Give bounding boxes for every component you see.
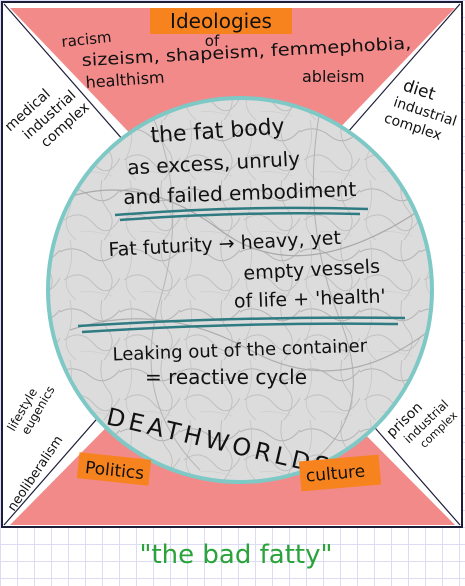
of-text: of (205, 32, 220, 50)
circle-line-6: of life + 'health' (234, 285, 387, 312)
divider-1 (114, 206, 369, 222)
marble-veins (59, 109, 430, 471)
culture-highlight (298, 454, 382, 492)
circle-line-8: = reactive cycle (145, 365, 307, 389)
ideologies-highlight (150, 8, 292, 34)
marble-circle (50, 100, 430, 480)
divider-2 (77, 316, 406, 334)
ableism-text: ableism (302, 67, 365, 86)
politics-highlight (76, 452, 152, 486)
caption-title: "the bad fatty" (140, 540, 333, 570)
ideologies-heading: Ideologies (170, 9, 272, 33)
racism-text: racism (61, 28, 113, 51)
